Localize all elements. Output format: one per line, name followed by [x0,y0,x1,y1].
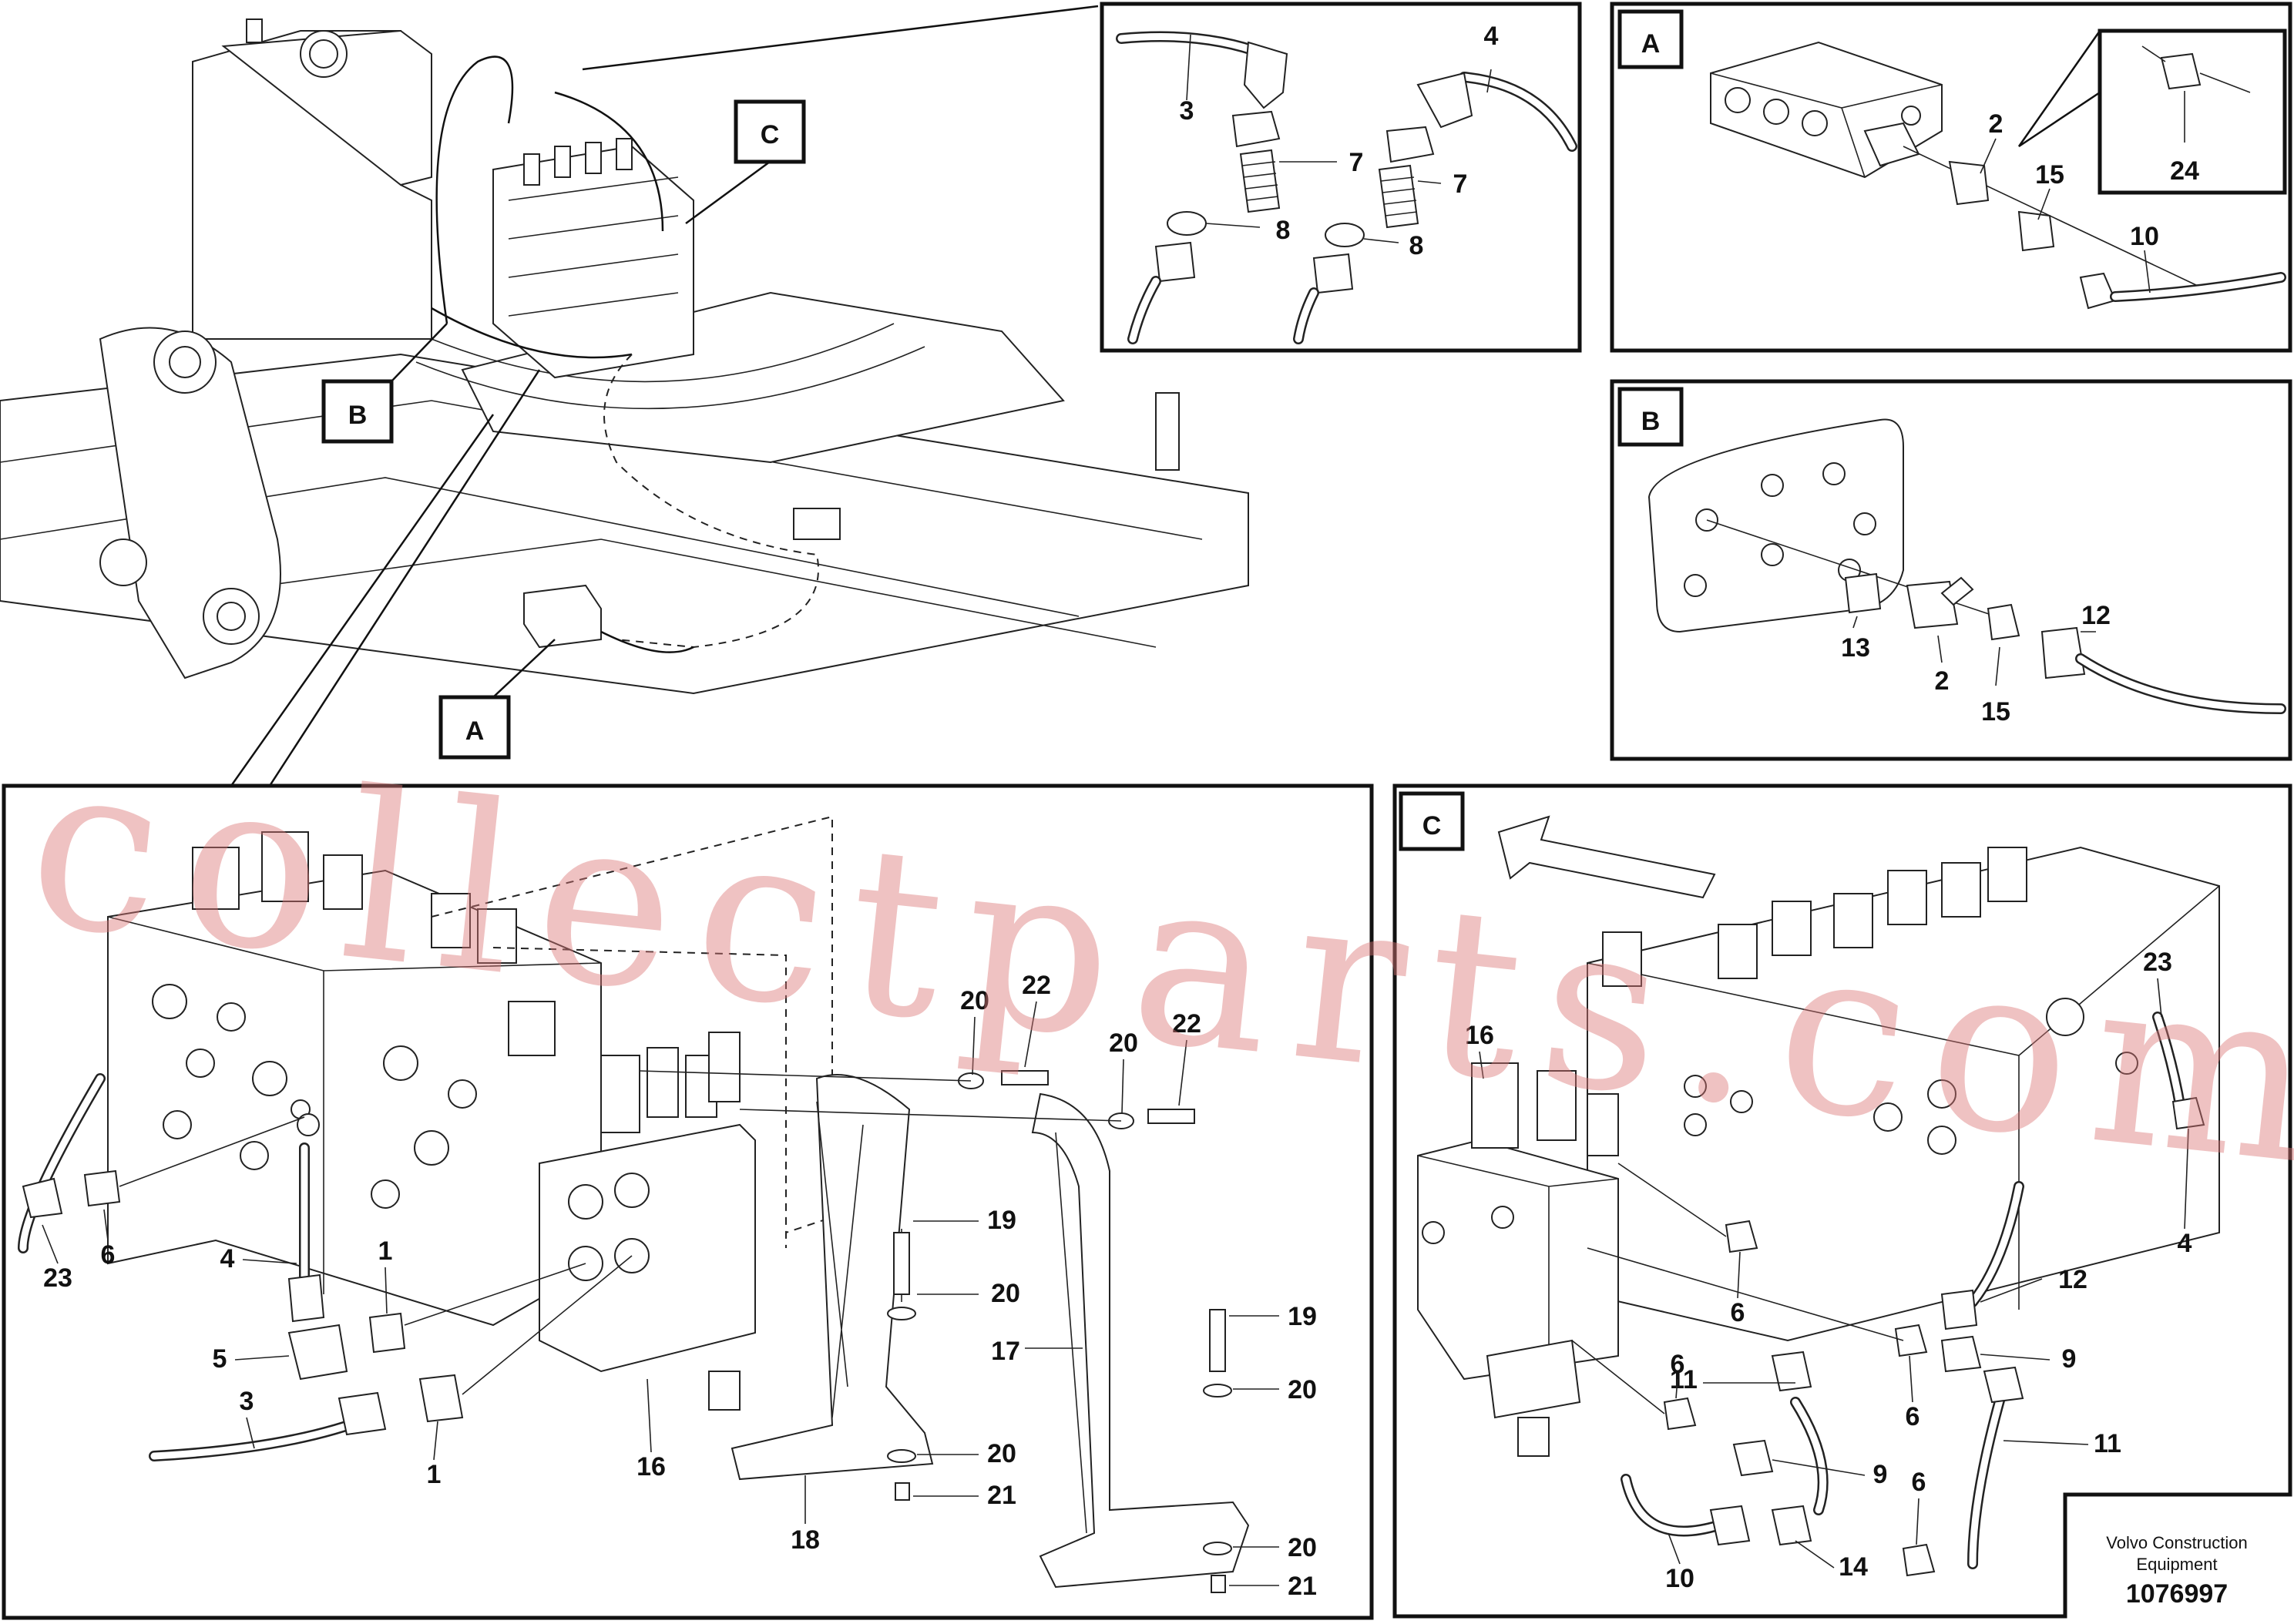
callout-8a: 8 [1276,216,1291,245]
callout-20b: 20 [1109,1028,1138,1058]
callout-22a: 22 [1022,971,1051,1000]
panel-connectors [230,5,1099,787]
callout-17: 17 [991,1337,1020,1366]
callout-20a: 20 [960,986,989,1015]
callout-8b: 8 [1409,231,1424,260]
callout-21b: 21 [1288,1572,1317,1601]
title-block: Volvo Construction Equipment 1076997 [2106,1533,2247,1609]
label-box-a: A [438,639,556,760]
callout-c-6c: 6 [1671,1350,1685,1379]
callout-20c: 20 [991,1279,1020,1308]
callout-2: 2 [1989,109,2003,139]
callout-c-6b: 6 [1906,1402,1920,1431]
detail-a-panel: A 2 15 10 24 [1610,2,2292,353]
callout-c-9a: 9 [2062,1344,2077,1374]
detail-c-tag: C [1422,811,1442,841]
callout-15: 15 [2035,160,2064,190]
detail-c-panel: C [1392,783,2292,1619]
callout-3: 3 [240,1387,254,1416]
callout-13: 13 [1841,633,1870,663]
callout-19a: 19 [987,1206,1016,1235]
callout-20f: 20 [1288,1533,1317,1562]
callout-10: 10 [2130,222,2159,251]
callout-5: 5 [213,1344,227,1374]
label-c-text: C [761,120,780,149]
valve-ports [152,984,477,1209]
company-line-2: Equipment [2136,1555,2217,1574]
callout-20e: 20 [1288,1375,1317,1404]
callout-c-11a: 11 [1670,1365,1698,1394]
callout-c-6d: 6 [1912,1468,1926,1497]
callout-c-14: 14 [1839,1552,1868,1582]
detail-top-panel: 3 4 7 8 7 8 [1100,2,1582,353]
detail-b-panel: B 13 2 15 12 [1610,379,2292,761]
callout-4: 4 [1484,22,1499,51]
callout-19b: 19 [1288,1302,1317,1331]
callout-18: 18 [791,1525,820,1555]
callout-1b: 1 [427,1460,442,1489]
detail-b-tag: B [1641,407,1661,436]
main-detail-panel: 23 6 4 1 5 3 1 16 20 22 20 22 19 20 18 2… [2,783,1374,1620]
callout-16: 16 [636,1452,666,1481]
callout-24: 24 [2170,156,2199,186]
detail-a-tag: A [1641,29,1661,59]
callout-12: 12 [2081,601,2111,630]
callout-2b: 2 [1935,666,1950,696]
callout-c-11b: 11 [2094,1429,2121,1458]
callout-7b: 7 [1453,169,1468,199]
callout-c-12: 12 [2058,1265,2087,1294]
label-b-text: B [348,401,368,430]
callout-c-9b: 9 [1873,1460,1888,1489]
direction-arrow-icon [1497,815,1716,899]
callout-c-16: 16 [1465,1021,1494,1050]
label-box-c: C [685,99,806,225]
drawing-number: 1076997 [2126,1579,2228,1609]
overview-illustration [0,18,1249,695]
callout-6: 6 [101,1240,116,1270]
company-line-1: Volvo Construction [2106,1533,2247,1552]
callout-3: 3 [1180,96,1194,126]
callout-7a: 7 [1349,148,1364,177]
callout-22b: 22 [1172,1009,1201,1038]
callout-15b: 15 [1981,697,2010,726]
label-a-text: A [465,716,485,746]
callout-c-6a: 6 [1731,1298,1745,1327]
label-box-b: B [321,323,448,444]
callout-c-10: 10 [1665,1564,1694,1593]
callout-c-23: 23 [2143,948,2172,977]
callout-21a: 21 [987,1481,1016,1510]
callout-c-4: 4 [2178,1229,2192,1258]
callout-1a: 1 [378,1236,393,1266]
callout-4: 4 [220,1244,235,1273]
callout-23: 23 [43,1263,72,1293]
callout-20d: 20 [987,1439,1016,1468]
